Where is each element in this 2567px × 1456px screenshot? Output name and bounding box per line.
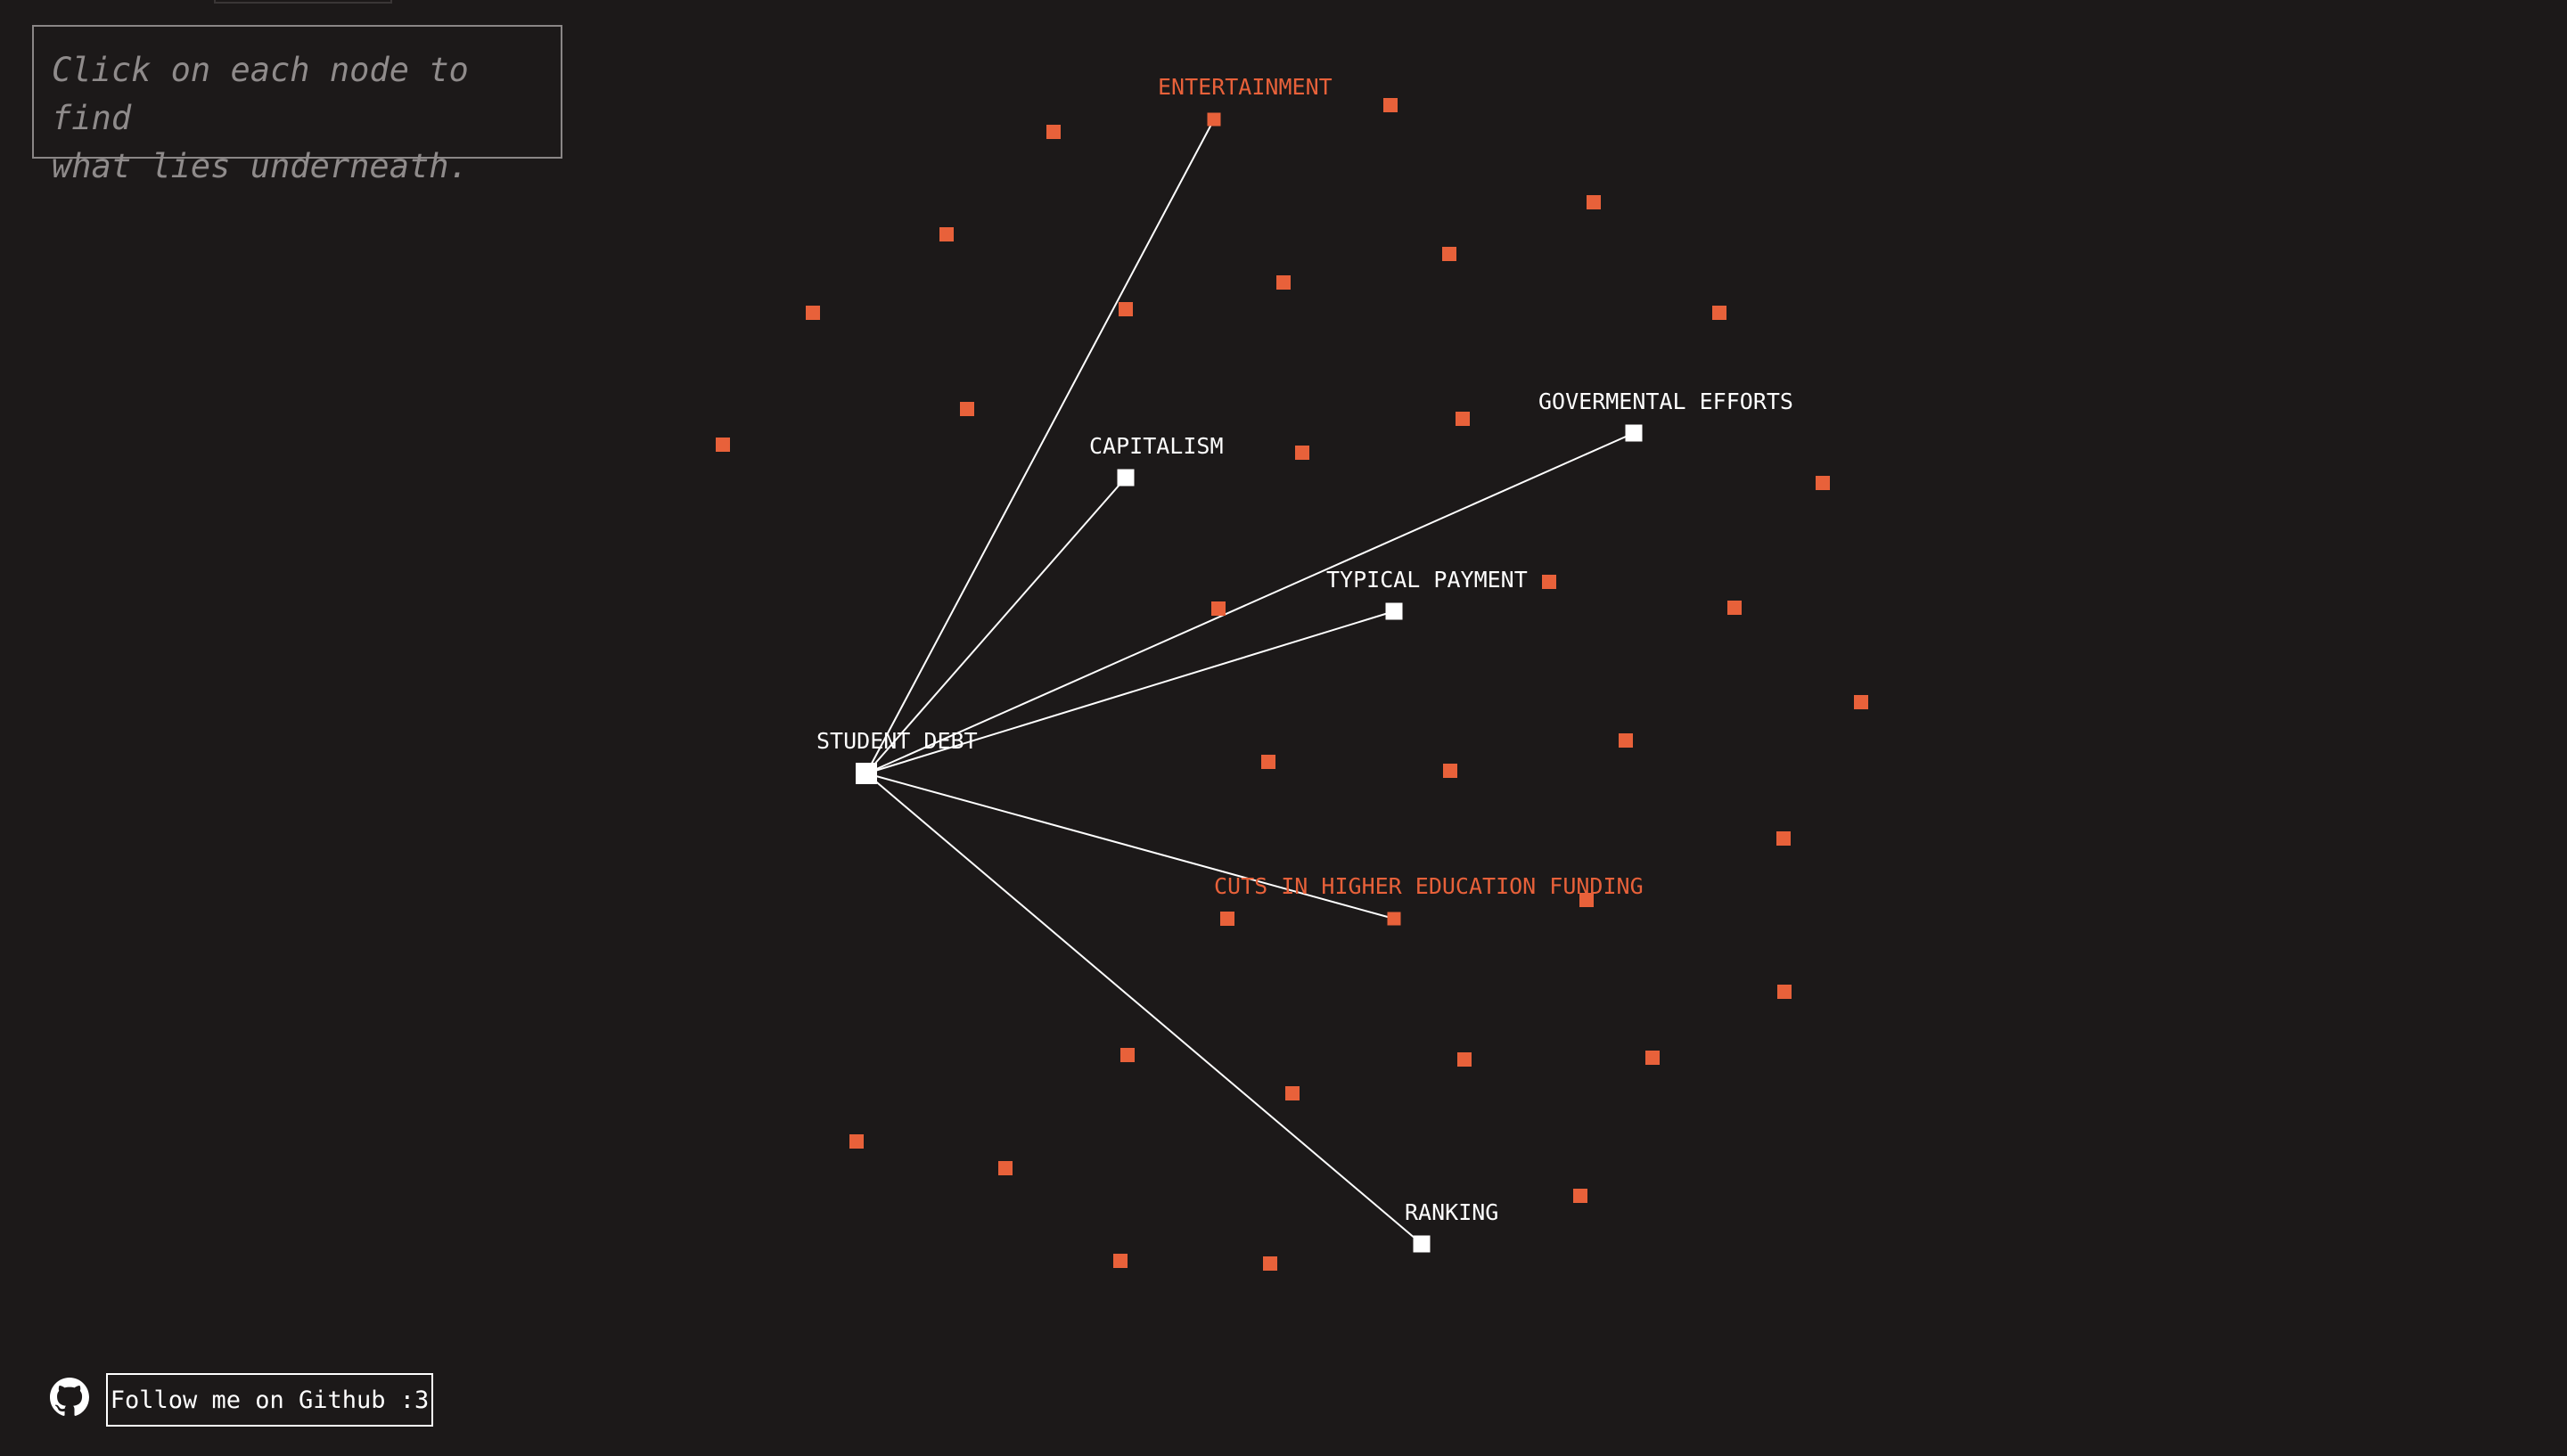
github-icon[interactable] — [50, 1378, 89, 1417]
graph-node-marker[interactable] — [1207, 112, 1221, 127]
graph-node-student-debt[interactable]: STUDENT DEBT — [816, 728, 978, 784]
graph-node-label: STUDENT DEBT — [816, 728, 978, 754]
graph-unlabeled-nodes — [716, 98, 1868, 1271]
graph-node-unlabeled[interactable] — [1587, 195, 1601, 209]
graph-node-unlabeled[interactable] — [716, 438, 730, 452]
graph-node-marker[interactable] — [1625, 424, 1643, 442]
graph-node-unlabeled[interactable] — [806, 306, 820, 320]
edge-student-debt-to-entertainment — [865, 119, 1215, 774]
top-toolbar-stub — [214, 0, 392, 4]
graph-node-unlabeled[interactable] — [1442, 247, 1456, 261]
edge-student-debt-to-ranking — [865, 773, 1423, 1245]
graph-node-unlabeled[interactable] — [1285, 1086, 1300, 1100]
graph-node-unlabeled[interactable] — [1776, 831, 1791, 846]
graph-node-unlabeled[interactable] — [1542, 575, 1556, 589]
graph-node-marker[interactable] — [1387, 912, 1401, 926]
graph-node-unlabeled[interactable] — [1816, 476, 1830, 490]
graph-node-unlabeled[interactable] — [1854, 695, 1868, 709]
instruction-line-2: what lies underneath. — [52, 147, 469, 185]
graph-node-unlabeled[interactable] — [1443, 764, 1457, 778]
graph-node-unlabeled[interactable] — [849, 1134, 864, 1149]
graph-node-unlabeled[interactable] — [1276, 275, 1291, 290]
graph-node-label: CUTS IN HIGHER EDUCATION FUNDING — [1214, 873, 1644, 899]
edge-student-debt-to-cuts-funding — [865, 773, 1395, 920]
graph-node-unlabeled[interactable] — [1457, 1052, 1472, 1067]
graph-node-unlabeled[interactable] — [1113, 1254, 1128, 1268]
github-follow-button[interactable]: Follow me on Github :3 — [106, 1373, 433, 1427]
graph-node-unlabeled[interactable] — [1261, 755, 1275, 769]
instruction-box: Click on each node to find what lies und… — [32, 25, 562, 185]
graph-node-unlabeled[interactable] — [1712, 306, 1726, 320]
graph-node-govermental-efforts[interactable]: GOVERMENTAL EFFORTS — [1538, 389, 1793, 442]
graph-node-unlabeled[interactable] — [960, 402, 974, 416]
graph-node-unlabeled[interactable] — [1645, 1051, 1660, 1065]
edge-student-debt-to-capitalism — [865, 477, 1127, 774]
graph-node-unlabeled[interactable] — [998, 1161, 1013, 1175]
graph-node-marker[interactable] — [1385, 602, 1403, 620]
graph-node-typical-payment[interactable]: TYPICAL PAYMENT — [1326, 567, 1528, 620]
graph-node-ranking[interactable]: RANKING — [1405, 1199, 1498, 1253]
graph-node-marker[interactable] — [1117, 469, 1135, 487]
graph-node-cuts-funding[interactable]: CUTS IN HIGHER EDUCATION FUNDING — [1214, 873, 1644, 926]
graph-node-label: GOVERMENTAL EFFORTS — [1538, 389, 1793, 414]
graph-node-unlabeled[interactable] — [1777, 985, 1792, 999]
graph-edges — [865, 119, 1635, 1245]
graph-node-unlabeled[interactable] — [1119, 302, 1133, 316]
graph-labeled-nodes: STUDENT DEBT ENTERTAINMENT CAPITALISM GOVER… — [816, 74, 1793, 1253]
graph-node-unlabeled[interactable] — [1211, 601, 1226, 616]
graph-node-entertainment[interactable]: ENTERTAINMENT — [1158, 74, 1333, 127]
graph-node-unlabeled[interactable] — [1456, 412, 1470, 426]
graph-node-unlabeled[interactable] — [1120, 1048, 1135, 1062]
graph-node-unlabeled[interactable] — [1727, 601, 1742, 615]
graph-node-unlabeled[interactable] — [1220, 912, 1234, 926]
graph-node-unlabeled[interactable] — [1046, 125, 1061, 139]
graph-node-label: TYPICAL PAYMENT — [1326, 567, 1528, 593]
graph-node-unlabeled[interactable] — [1619, 733, 1633, 748]
edge-student-debt-to-typical-payment — [865, 610, 1395, 774]
graph-node-unlabeled[interactable] — [939, 227, 954, 241]
graph-node-unlabeled[interactable] — [1295, 446, 1309, 460]
instruction-line-1: Click on each node to find — [52, 51, 469, 137]
graph-node-unlabeled[interactable] — [1383, 98, 1398, 112]
graph-node-label: ENTERTAINMENT — [1158, 74, 1333, 100]
graph-node-label: RANKING — [1405, 1199, 1498, 1225]
graph-node-marker[interactable] — [1413, 1235, 1431, 1253]
graph-node-label: CAPITALISM — [1089, 433, 1224, 459]
graph-node-unlabeled[interactable] — [1573, 1189, 1587, 1203]
graph-node-unlabeled[interactable] — [1579, 893, 1594, 907]
edge-student-debt-to-govermental-efforts — [865, 432, 1635, 774]
graph-node-marker[interactable] — [856, 763, 877, 784]
graph-node-unlabeled[interactable] — [1263, 1256, 1277, 1271]
graph-node-capitalism[interactable]: CAPITALISM — [1089, 433, 1224, 487]
